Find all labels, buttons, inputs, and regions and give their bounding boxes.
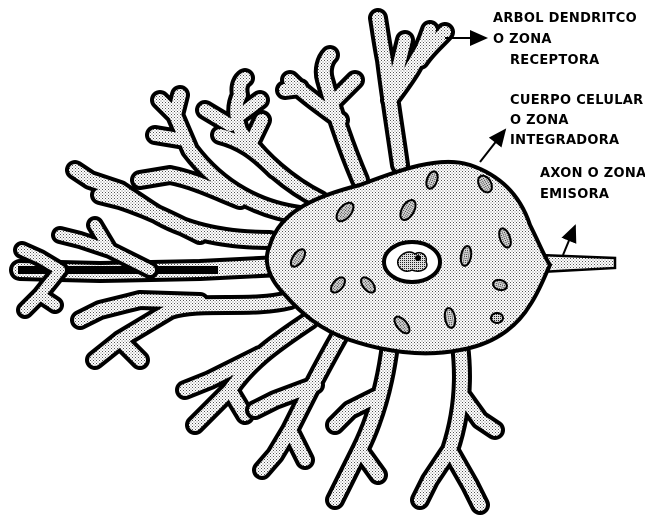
- axon-arrow: [563, 226, 575, 255]
- cell-body-label-line-1: CUERPO CELULAR: [510, 93, 643, 108]
- cell-body-label: CUERPO CELULAR O ZONA INTEGRADORA: [510, 93, 645, 148]
- labels: ARBOL DENDRITCO O ZONA RECEPTORA CUERPO …: [493, 11, 645, 202]
- axon-label-line-1: AXON O ZONA: [540, 166, 645, 181]
- cell-body-label-line-3: INTEGRADORA: [510, 133, 619, 148]
- axon-label: AXON O ZONA EMISORA: [540, 166, 645, 202]
- cell-body-arrow: [480, 130, 505, 162]
- nucleus: [384, 242, 440, 282]
- dendritic-tree-label-line-2: O ZONA: [493, 32, 552, 47]
- cell-body-label-line-2: O ZONA: [510, 113, 569, 128]
- dendritic-tree-label-line-1: ARBOL DENDRITCO: [493, 11, 637, 26]
- dendritic-tree-label: ARBOL DENDRITCO O ZONA RECEPTORA: [493, 11, 642, 68]
- dendritic-tree-label-line-3: RECEPTORA: [510, 53, 600, 68]
- axon-label-line-2: EMISORA: [540, 187, 609, 202]
